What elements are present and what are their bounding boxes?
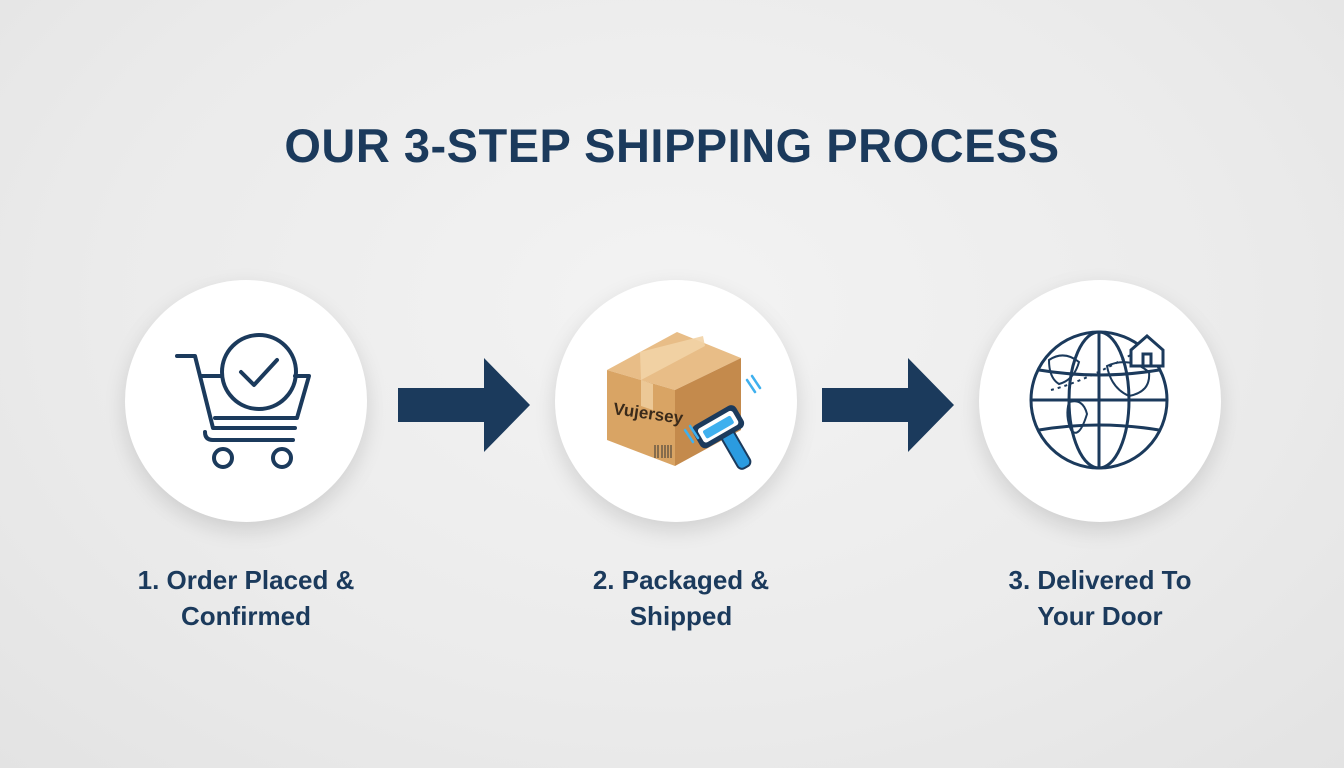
step-2-label-line1: 2. Packaged & — [592, 565, 770, 595]
arrow-right-icon — [398, 358, 530, 452]
page-title: OUR 3-STEP SHIPPING PROCESS — [284, 119, 1060, 172]
package-scanner-icon — [607, 332, 762, 470]
globe-house-icon — [1029, 330, 1169, 470]
step-2-label-line2: Shipped — [629, 601, 733, 631]
step-2-circle: Vujersey — [555, 280, 797, 522]
arrow-right-icon — [822, 358, 954, 452]
step-1-label-line1: 1. Order Placed & — [137, 565, 355, 595]
step-3-label-line1: 3. Delivered To — [1008, 565, 1192, 595]
step-3-label-line2: Your Door — [1037, 601, 1163, 631]
step-1-circle — [125, 280, 367, 522]
step-1-label: 1. Order Placed & Confirmed — [86, 562, 406, 634]
step-2-label: 2. Packaged & Shipped — [521, 562, 841, 634]
step-3-circle — [979, 280, 1221, 522]
step-3-label: 3. Delivered To Your Door — [940, 562, 1260, 634]
step-1-label-line2: Confirmed — [181, 601, 311, 631]
cart-check-icon — [175, 333, 311, 469]
